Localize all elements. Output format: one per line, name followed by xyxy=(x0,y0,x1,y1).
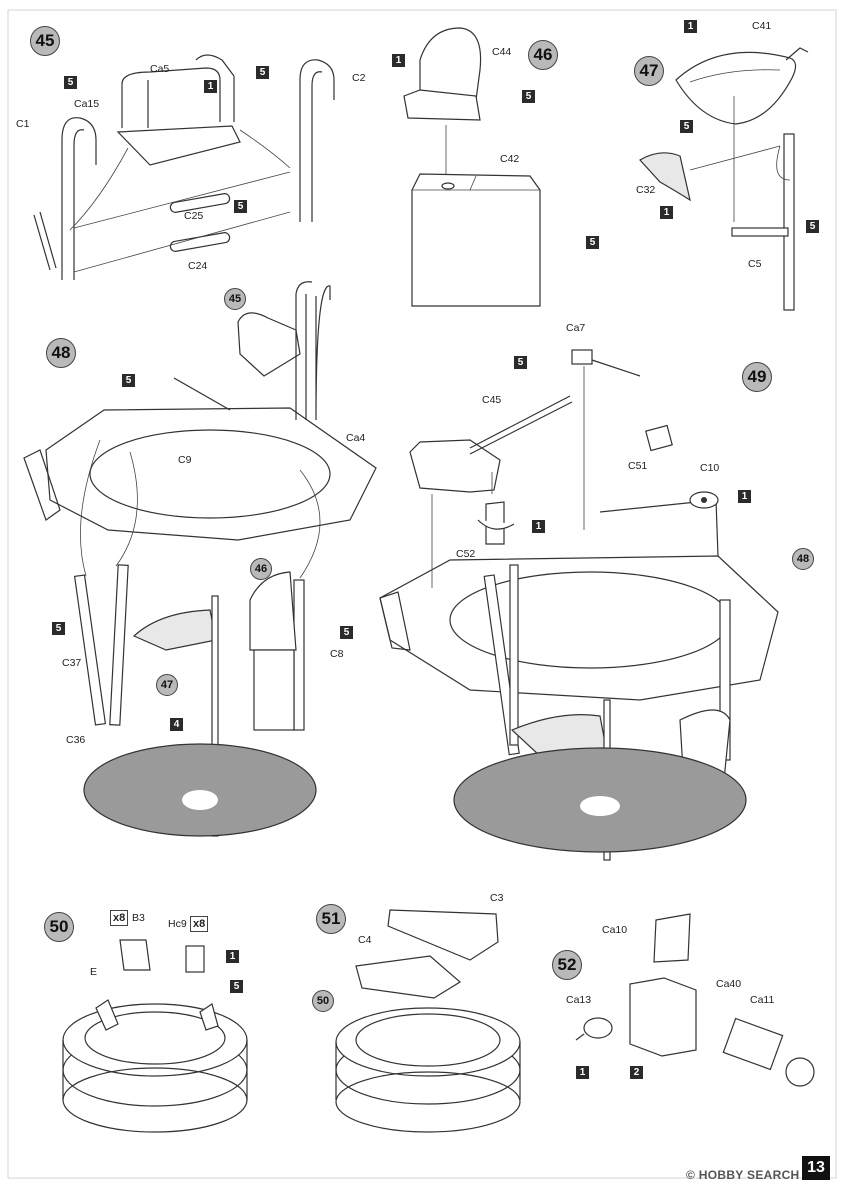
color-tag: 1 xyxy=(576,1066,589,1079)
color-tag: 5 xyxy=(256,66,269,79)
step-52-badge: 52 xyxy=(552,950,582,980)
step-49-badge: 49 xyxy=(742,362,772,392)
step52-drawing xyxy=(575,913,815,1087)
label-ca4: Ca4 xyxy=(346,432,366,444)
label-c44: C44 xyxy=(492,46,512,58)
color-tag: 1 xyxy=(532,520,545,533)
label-ca7: Ca7 xyxy=(566,322,586,334)
label-c5: C5 xyxy=(748,258,762,270)
label-c37: C37 xyxy=(62,657,82,669)
color-tag: 1 xyxy=(204,80,217,93)
step-47-badge: 47 xyxy=(634,56,664,86)
color-tag: 5 xyxy=(52,622,65,635)
step49-drawing xyxy=(379,349,779,861)
step-45-badge: 45 xyxy=(30,26,60,56)
ref-45-badge: 45 xyxy=(224,288,246,310)
step-46-badge: 46 xyxy=(528,40,558,70)
qty-hc9: x8 xyxy=(190,916,209,932)
color-tag: 5 xyxy=(122,374,135,387)
step-50-badge: 50 xyxy=(44,912,74,942)
label-c32: C32 xyxy=(636,184,656,196)
qty-b3: x8 xyxy=(110,910,129,926)
label-c4: C4 xyxy=(358,934,372,946)
label-ca13: Ca13 xyxy=(566,994,592,1006)
color-tag: 5 xyxy=(680,120,693,133)
ref-50-badge: 50 xyxy=(312,990,334,1012)
label-c51: C51 xyxy=(628,460,648,472)
ref-48-badge: 48 xyxy=(792,548,814,570)
label-ca10: Ca10 xyxy=(602,924,628,936)
label-c8: C8 xyxy=(330,648,344,660)
color-tag: 4 xyxy=(170,718,183,731)
label-c45: C45 xyxy=(482,394,502,406)
watermark: © HOBBY SEARCH xyxy=(686,1168,800,1182)
label-c24: C24 xyxy=(188,260,208,272)
label-b3: B3 xyxy=(132,912,145,924)
color-tag: 5 xyxy=(806,220,819,233)
step45-drawing xyxy=(33,54,335,280)
page-number: 13 xyxy=(802,1156,830,1180)
color-tag: 1 xyxy=(392,54,405,67)
color-tag: 1 xyxy=(660,206,673,219)
step-51-badge: 51 xyxy=(316,904,346,934)
color-tag: 1 xyxy=(226,950,239,963)
step48-drawing xyxy=(23,281,377,837)
ref-46-badge: 46 xyxy=(250,558,272,580)
color-tag: 5 xyxy=(522,90,535,103)
label-c52: C52 xyxy=(456,548,476,560)
color-tag: 1 xyxy=(684,20,697,33)
ref-47-badge: 47 xyxy=(156,674,178,696)
label-c41: C41 xyxy=(752,20,772,32)
color-tag: 5 xyxy=(586,236,599,249)
label-c25: C25 xyxy=(184,210,204,222)
color-tag: 5 xyxy=(64,76,77,89)
color-tag: 2 xyxy=(630,1066,643,1079)
label-hc9: Hc9 xyxy=(168,918,187,930)
label-c1: C1 xyxy=(16,118,30,130)
label-ca11: Ca11 xyxy=(750,994,775,1006)
color-tag: 5 xyxy=(230,980,243,993)
color-tag: 5 xyxy=(234,200,247,213)
step-48-badge: 48 xyxy=(46,338,76,368)
label-ca15: Ca15 xyxy=(74,98,100,110)
color-tag: 1 xyxy=(738,490,751,503)
label-c10: C10 xyxy=(700,462,720,474)
label-c3: C3 xyxy=(490,892,504,904)
label-c36: C36 xyxy=(66,734,86,746)
color-tag: 5 xyxy=(514,356,527,369)
step46-drawing xyxy=(403,27,541,307)
color-tag: 5 xyxy=(340,626,353,639)
label-c9: C9 xyxy=(178,454,192,466)
step51-drawing xyxy=(335,909,521,1133)
step47-drawing xyxy=(639,47,809,311)
label-c2: C2 xyxy=(352,72,366,84)
label-ca5: Ca5 xyxy=(150,63,170,75)
label-e: E xyxy=(90,966,98,978)
label-c42: C42 xyxy=(500,153,520,165)
step50-drawing xyxy=(62,939,248,1133)
label-ca40: Ca40 xyxy=(716,978,742,990)
